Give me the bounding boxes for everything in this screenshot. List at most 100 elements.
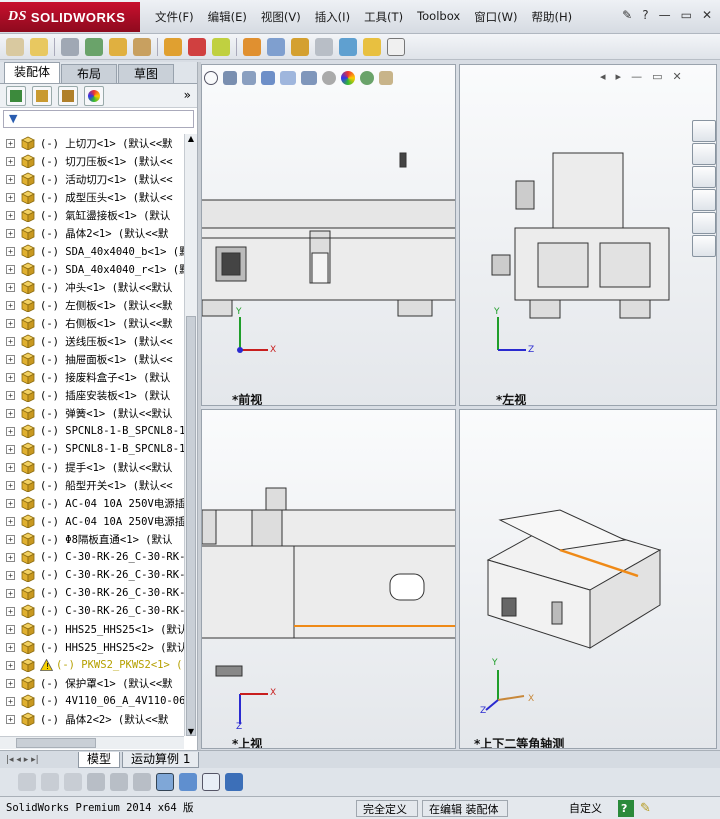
view-palette-icon[interactable]: [692, 189, 716, 211]
help-button[interactable]: ?: [642, 8, 649, 22]
open-icon[interactable]: [30, 37, 48, 56]
tree-item[interactable]: +(-) SDA_40x4040_b<1> (默: [0, 242, 184, 260]
tree-item[interactable]: +(-) 接废料盒子<1> (默认: [0, 368, 184, 386]
tree-item[interactable]: +(-) AC-04 10A 250V电源插: [0, 494, 184, 512]
tree-item[interactable]: +(-) 4V110_06_A_4V110-06: [0, 692, 184, 710]
viewport-front[interactable]: Y X *前视: [201, 64, 456, 406]
expand-icon[interactable]: +: [6, 696, 15, 706]
split-view-icon[interactable]: [179, 773, 197, 791]
expand-icon[interactable]: +: [6, 336, 15, 346]
toolbar-icon[interactable]: [64, 773, 82, 791]
tree-item[interactable]: +(-) 成型压头<1> (默认<<: [0, 188, 184, 206]
save-icon[interactable]: [225, 773, 243, 791]
tab-sketch[interactable]: 草图: [118, 64, 174, 83]
expand-icon[interactable]: +: [6, 156, 15, 166]
expand-icon[interactable]: +: [6, 228, 15, 238]
tab-model[interactable]: 模型: [78, 751, 121, 768]
tree-item[interactable]: +(-) HHS25_HHS25<1> (默认: [0, 620, 184, 638]
tree-item[interactable]: +(-) Φ8隔板直通<1> (默认: [0, 530, 184, 548]
viewport-iso[interactable]: Y X Z *上下二等角轴测: [459, 409, 717, 749]
scroll-down-icon[interactable]: ▼: [187, 727, 195, 736]
property-manager-icon[interactable]: [32, 85, 52, 106]
appearance-manager-icon[interactable]: [84, 85, 104, 106]
tree-item[interactable]: +(-) C-30-RK-26_C-30-RK-: [0, 584, 184, 602]
tree-item[interactable]: +(-) C-30-RK-26_C-30-RK-: [0, 548, 184, 566]
filter-bar[interactable]: ▼: [3, 110, 194, 128]
insert-component-icon[interactable]: [109, 37, 127, 56]
expand-icon[interactable]: +: [6, 426, 15, 436]
tree-item[interactable]: +(-) 氣缸盪接板<1> (默认: [0, 206, 184, 224]
menu-view[interactable]: 视图(V): [260, 10, 301, 24]
hscroll-thumb[interactable]: [16, 738, 96, 748]
zoom-area-icon[interactable]: [223, 71, 237, 85]
home-icon[interactable]: [692, 120, 716, 142]
tree-item[interactable]: +(-) 晶体2<2> (默认<<默: [0, 710, 184, 728]
section-view-icon[interactable]: [261, 71, 275, 85]
expand-icon[interactable]: +: [6, 318, 15, 328]
tree-item[interactable]: +(-) SPCNL8-1-B_SPCNL8-1: [0, 440, 184, 458]
hide-show-icon[interactable]: [322, 71, 336, 85]
toolbar-icon[interactable]: [41, 773, 59, 791]
interference-icon[interactable]: [291, 37, 309, 56]
solidworks-logo[interactable]: DS SOLIDWORKS: [0, 2, 140, 32]
zoom-fit-icon[interactable]: [204, 71, 218, 85]
viewport-close-icon[interactable]: ✕: [672, 70, 682, 83]
display-style-icon[interactable]: [301, 71, 317, 85]
tree-item[interactable]: +(-) 送线压板<1> (默认<<: [0, 332, 184, 350]
configuration-manager-icon[interactable]: [58, 85, 78, 106]
close-button[interactable]: ✕: [701, 8, 712, 22]
expand-icon[interactable]: +: [6, 138, 15, 148]
expand-icon[interactable]: +: [6, 606, 15, 616]
view-settings-icon[interactable]: [379, 71, 393, 85]
pin-icon[interactable]: ✎: [622, 8, 633, 22]
expand-icon[interactable]: +: [6, 588, 15, 598]
viewport-minimize-icon[interactable]: —: [631, 70, 643, 83]
expand-panel-icon[interactable]: »: [183, 88, 191, 102]
menu-edit[interactable]: 编辑(E): [207, 10, 247, 24]
view-orientation-icon[interactable]: [280, 71, 296, 85]
prev-viewport-icon[interactable]: ◂: [600, 70, 606, 83]
tree-item[interactable]: +(-) 切刀压板<1> (默认<<: [0, 152, 184, 170]
expand-icon[interactable]: +: [6, 462, 15, 472]
expand-icon[interactable]: +: [6, 174, 15, 184]
expand-icon[interactable]: +: [6, 570, 15, 580]
chart-icon[interactable]: [156, 773, 174, 791]
expand-icon[interactable]: +: [6, 390, 15, 400]
tab-motion-study[interactable]: 运动算例 1: [122, 751, 200, 768]
expand-icon[interactable]: +: [6, 246, 15, 256]
expand-icon[interactable]: +: [6, 444, 15, 454]
move-component-icon[interactable]: [212, 37, 230, 56]
minimize-button[interactable]: —: [658, 8, 671, 22]
menu-help[interactable]: 帮助(H): [531, 10, 573, 24]
tree-item[interactable]: +(-) 上切刀<1> (默认<<默: [0, 134, 184, 152]
restore-button[interactable]: ▭: [680, 8, 692, 22]
tree-item[interactable]: +(-) 活动切刀<1> (默认<<: [0, 170, 184, 188]
custom-properties-icon[interactable]: [692, 235, 716, 257]
tree-item[interactable]: +(-) 抽屉面板<1> (默认<<: [0, 350, 184, 368]
expand-icon[interactable]: +: [6, 300, 15, 310]
new-part-icon[interactable]: [6, 37, 24, 56]
pattern-icon[interactable]: [164, 37, 182, 56]
expand-icon[interactable]: +: [6, 624, 15, 634]
status-help-icon[interactable]: ?: [618, 799, 634, 817]
rebuild-icon[interactable]: [363, 37, 381, 56]
tree-item[interactable]: +(-) 保护罩<1> (默认<<默: [0, 674, 184, 692]
viewport-restore-icon[interactable]: ▭: [652, 70, 663, 83]
tree-item[interactable]: +(-) HHS25_HHS25<2> (默认: [0, 638, 184, 656]
expand-icon[interactable]: +: [6, 552, 15, 562]
expand-icon[interactable]: +: [6, 210, 15, 220]
status-units[interactable]: 自定义: [569, 801, 602, 815]
design-library-icon[interactable]: [692, 143, 716, 165]
expand-icon[interactable]: +: [6, 264, 15, 274]
sort-icon[interactable]: [133, 773, 151, 791]
menu-file[interactable]: 文件(F): [155, 10, 194, 24]
expand-icon[interactable]: +: [6, 714, 15, 724]
expand-icon[interactable]: +: [6, 192, 15, 202]
list-icon[interactable]: [87, 773, 105, 791]
grid-icon[interactable]: [202, 773, 220, 791]
file-explorer-icon[interactable]: [692, 166, 716, 188]
expand-icon[interactable]: +: [6, 372, 15, 382]
viewport-top[interactable]: X Z *上视: [201, 409, 456, 749]
gear-icon[interactable]: [243, 37, 261, 56]
paperclip-icon[interactable]: [61, 37, 79, 56]
